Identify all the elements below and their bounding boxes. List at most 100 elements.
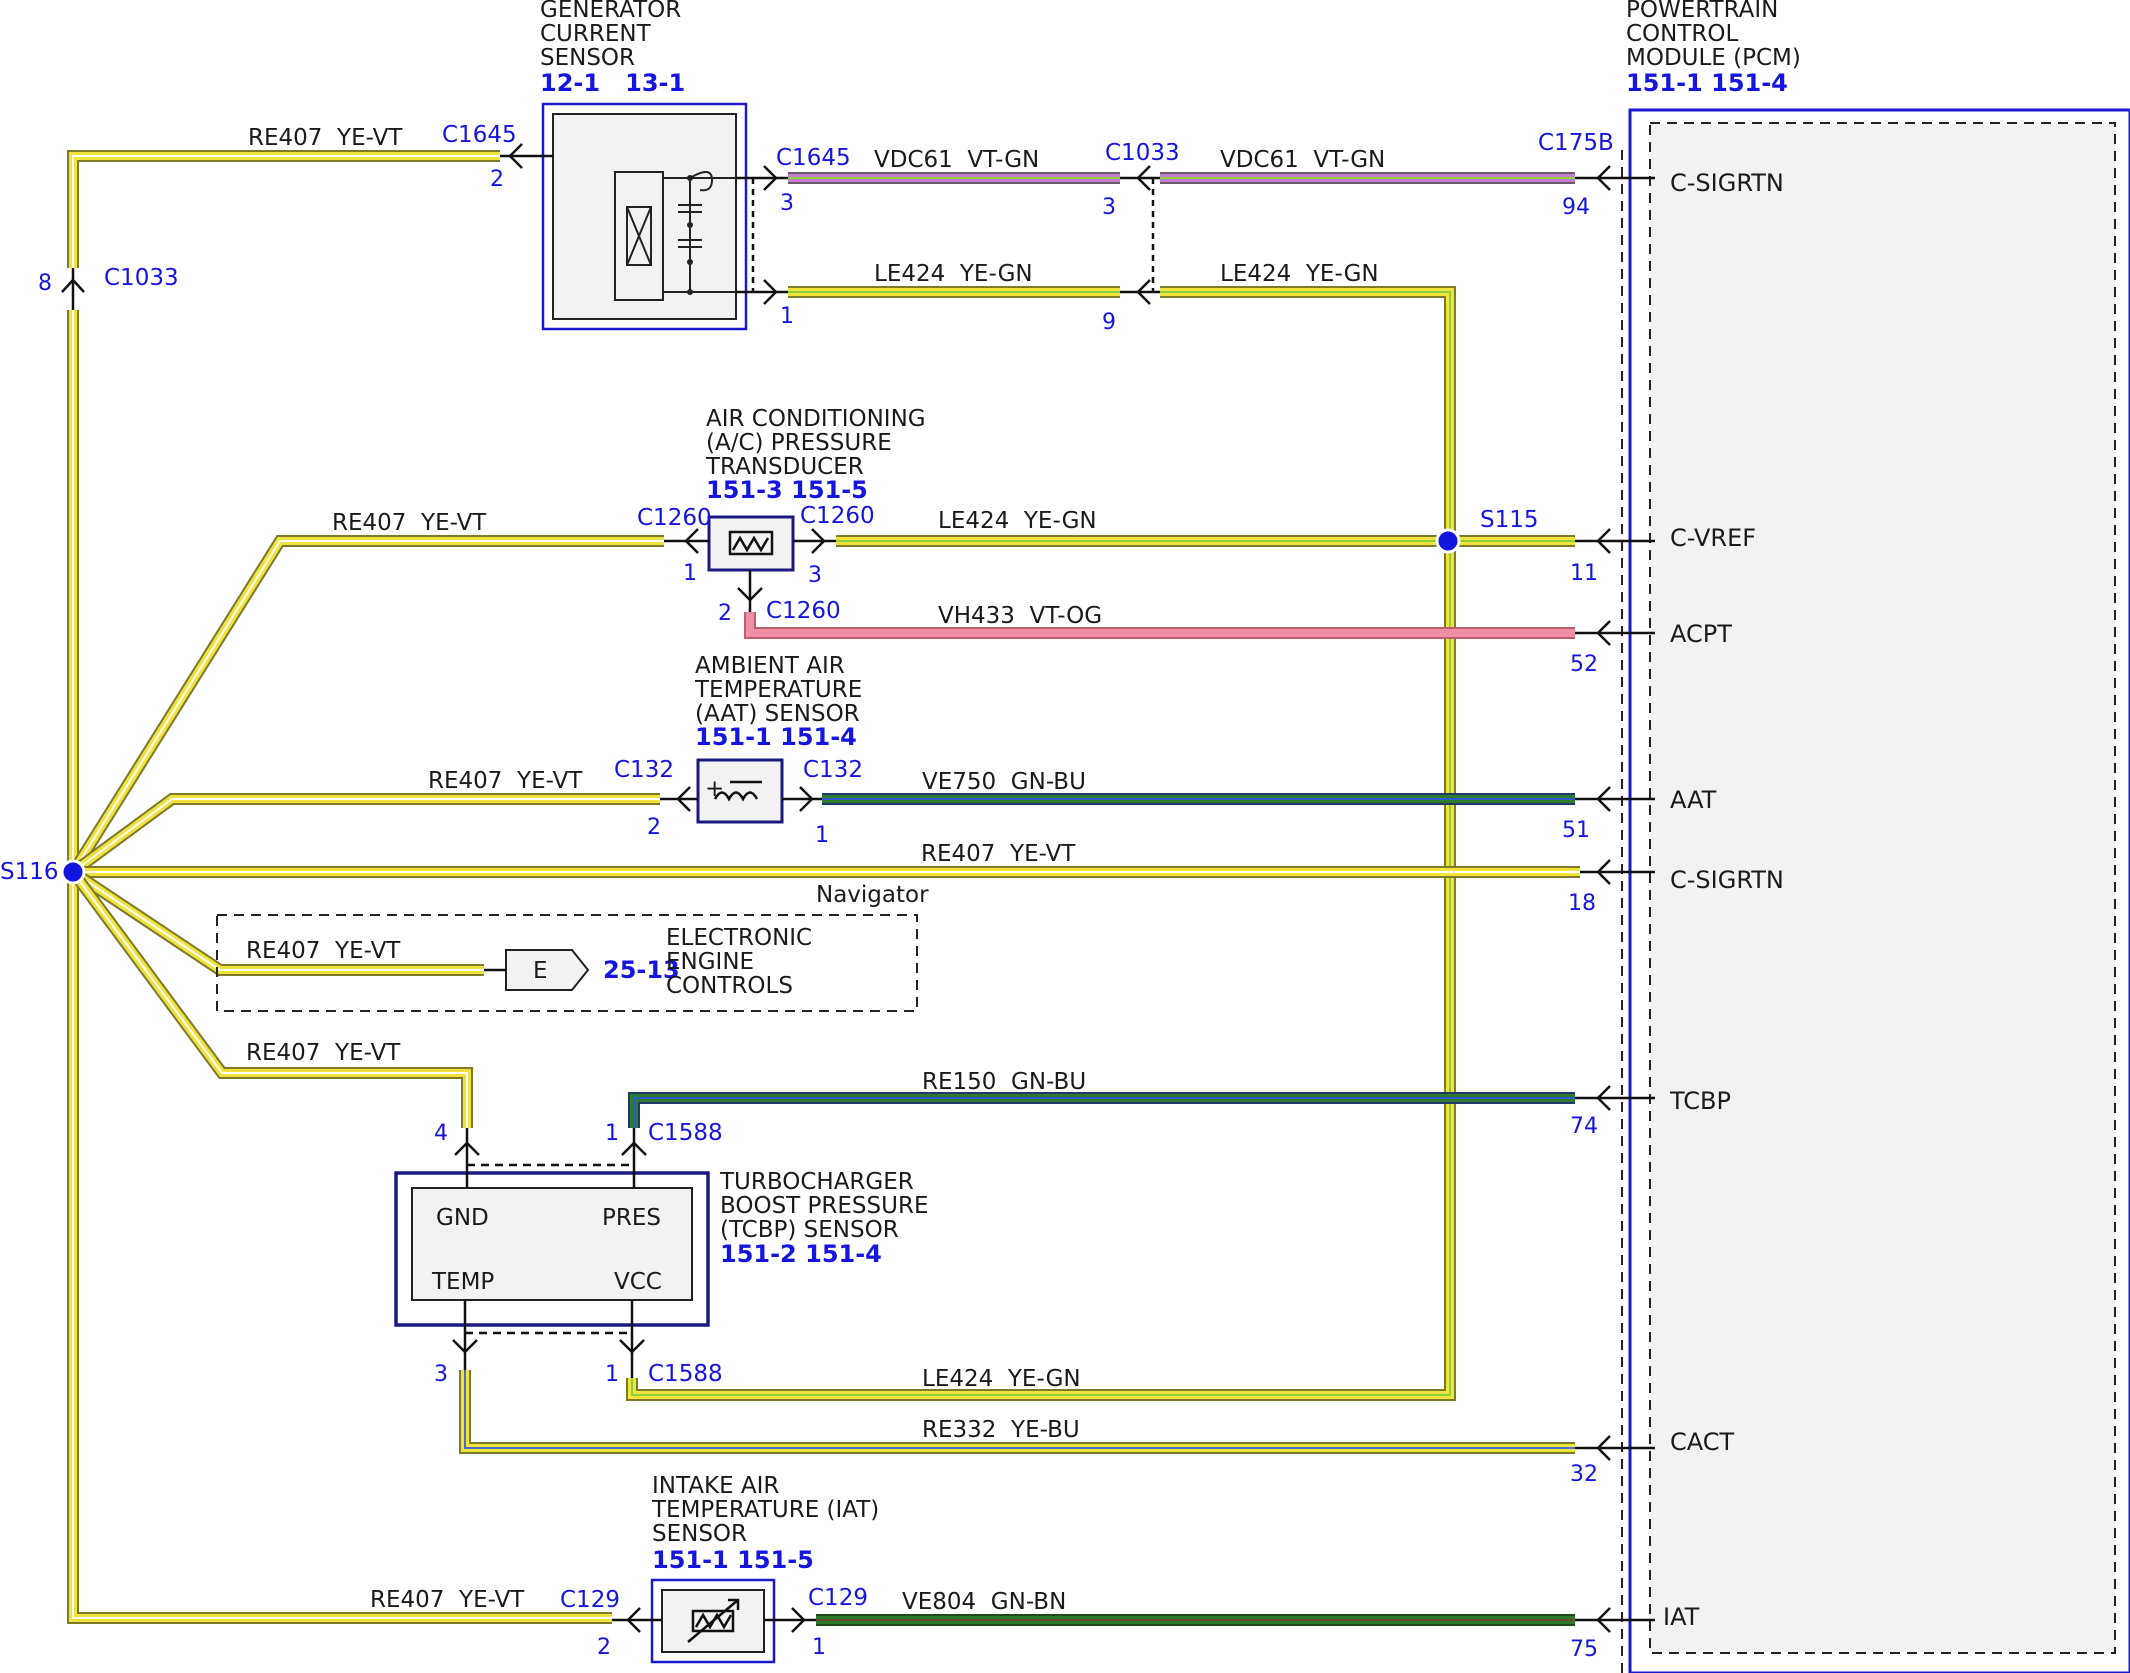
circuit-label-vdc61-a: VDC61 VT-GN <box>874 147 1039 173</box>
labels: GENERATOR CURRENT SENSOR 12-1 13-1 POWER… <box>0 0 1801 1662</box>
connector-c1033-top: C1033 <box>1105 140 1180 166</box>
connector-c175b: C175B <box>1538 130 1614 156</box>
aat-name-line1: AMBIENT AIR <box>695 653 845 679</box>
circuit-label-le424-ac: LE424 YE-GN <box>938 508 1097 534</box>
eec-name-line1: ELECTRONIC <box>666 925 812 951</box>
circuit-label-re407-top: RE407 YE-VT <box>248 125 403 151</box>
iat-name-line3: SENSOR <box>652 1521 747 1547</box>
pin-1-c132: 1 <box>815 823 829 848</box>
pin-52: 52 <box>1570 652 1598 677</box>
connector-c1588-top: C1588 <box>648 1120 723 1146</box>
connector-c1260-right: C1260 <box>800 503 875 529</box>
circuit-label-vh433: VH433 VT-OG <box>938 603 1102 629</box>
eec-name-line3: CONTROLS <box>666 973 793 999</box>
wire-vh433 <box>744 612 1575 639</box>
pcm-refs: 151-1 151-4 <box>1626 69 1788 97</box>
iat-name-line1: INTAKE AIR <box>652 1473 779 1499</box>
wire-re407-ac <box>67 535 664 876</box>
connector-c1260-left: C1260 <box>637 505 712 531</box>
gen-sensor-name-line3: SENSOR <box>540 45 635 71</box>
pcm-signal-iat: IAT <box>1663 1603 1700 1631</box>
circuit-label-vdc61-b: VDC61 VT-GN <box>1220 147 1385 173</box>
circuit-label-re407-eec: RE407 YE-VT <box>246 938 401 964</box>
svg-text:+: + <box>705 776 724 802</box>
ac-refs: 151-3 151-5 <box>706 476 868 504</box>
circuit-label-ve750: VE750 GN-BU <box>922 769 1086 795</box>
eec-variant-label: Navigator <box>816 882 929 908</box>
splice-s116 <box>60 859 86 885</box>
pin-1-c1588-top: 1 <box>605 1121 619 1146</box>
splice-label-s116: S116 <box>0 859 59 885</box>
circuit-label-re407-iat: RE407 YE-VT <box>370 1587 525 1613</box>
pcm-signal-cact: CACT <box>1670 1428 1735 1456</box>
eec-symbol: E <box>533 958 548 984</box>
tcbp-pin-gnd: GND <box>436 1205 489 1231</box>
pin-2-c1645: 2 <box>490 167 504 192</box>
pcm-name-line2: CONTROL <box>1626 21 1739 47</box>
connector-c129-right: C129 <box>808 1585 868 1611</box>
pcm-module <box>1621 108 2130 1673</box>
ac-pressure-transducer <box>664 515 836 612</box>
pcm-signal-csigrtn-mid: C-SIGRTN <box>1670 866 1784 894</box>
pin-11: 11 <box>1570 561 1598 586</box>
pin-74: 74 <box>1570 1114 1598 1139</box>
wire-le424-riser <box>626 286 1456 1401</box>
splice-s115 <box>1435 528 1461 554</box>
gen-sensor-name-line1: GENERATOR <box>540 0 681 23</box>
connector-c132-left: C132 <box>614 757 674 783</box>
pin-1-c1645: 1 <box>780 304 794 329</box>
tcbp-pin-vcc: VCC <box>614 1269 662 1295</box>
wire-re332 <box>459 1370 1575 1454</box>
wire-re407-aat <box>69 793 660 877</box>
pcm-name-line1: POWERTRAIN <box>1626 0 1778 23</box>
connector-c1260-bottom: C1260 <box>766 598 841 624</box>
pin-8-c1033: 8 <box>38 271 52 296</box>
pin-4-c1588: 4 <box>434 1121 448 1146</box>
tcbp-refs: 151-2 151-4 <box>720 1240 882 1268</box>
pcm-pin-stubs <box>1575 165 1655 1633</box>
connector-c1588-bottom: C1588 <box>648 1361 723 1387</box>
ac-name-line3: TRANSDUCER <box>705 454 864 480</box>
pcm-name-line3: MODULE (PCM) <box>1626 45 1801 71</box>
ac-name-line1: AIR CONDITIONING <box>706 406 926 432</box>
circuit-label-re332: RE332 YE-BU <box>922 1417 1080 1443</box>
pin-94: 94 <box>1562 195 1590 220</box>
gen-sensor-refs: 12-1 13-1 <box>540 69 685 97</box>
pin-1-c1260: 1 <box>683 561 697 586</box>
pcm-signal-csigrtn-top: C-SIGRTN <box>1670 169 1784 197</box>
splice-label-s115: S115 <box>1480 507 1539 533</box>
circuit-label-re407-csigrtn: RE407 YE-VT <box>921 841 1076 867</box>
connector-c1033-trunk: C1033 <box>104 265 179 291</box>
pin-9-c1033: 9 <box>1102 310 1116 335</box>
aat-name-line3: (AAT) SENSOR <box>695 701 860 727</box>
connector-c129-left: C129 <box>560 1587 620 1613</box>
aat-sensor: + <box>660 758 822 824</box>
eec-name-line2: ENGINE <box>666 949 754 975</box>
pin-51: 51 <box>1562 818 1590 843</box>
aat-refs: 151-1 151-4 <box>695 723 857 751</box>
pin-32: 32 <box>1570 1462 1598 1487</box>
pin-75: 75 <box>1570 1637 1598 1662</box>
iat-sensor <box>612 1578 816 1664</box>
pcm-signal-tcbp: TCBP <box>1669 1087 1731 1115</box>
eec-ref: 25-13 <box>603 956 680 984</box>
connector-c1645-right: C1645 <box>776 145 851 171</box>
pin-1-c129: 1 <box>812 1635 826 1660</box>
circuit-label-le424-b: LE424 YE-GN <box>1220 261 1379 287</box>
circuit-label-ve804: VE804 GN-BN <box>902 1589 1066 1615</box>
pin-3-c1588: 3 <box>434 1362 448 1387</box>
pin-3-c1260: 3 <box>808 563 822 588</box>
tcbp-pin-pres: PRES <box>602 1205 661 1231</box>
pin-2-c1260: 2 <box>718 601 732 626</box>
iat-name-line2: TEMPERATURE (IAT) <box>651 1497 879 1523</box>
tcbp-pin-temp: TEMP <box>431 1269 494 1295</box>
pcm-signal-acpt: ACPT <box>1670 620 1732 648</box>
pcm-signal-aat: AAT <box>1670 786 1717 814</box>
wire-re407-gen-sensor <box>67 150 500 268</box>
connector-c1645-left: C1645 <box>442 122 517 148</box>
circuit-label-re407-aat: RE407 YE-VT <box>428 768 583 794</box>
tcbp-sensor <box>394 1128 710 1378</box>
connector-c132-right: C132 <box>803 757 863 783</box>
circuit-label-re407-ac: RE407 YE-VT <box>332 510 487 536</box>
